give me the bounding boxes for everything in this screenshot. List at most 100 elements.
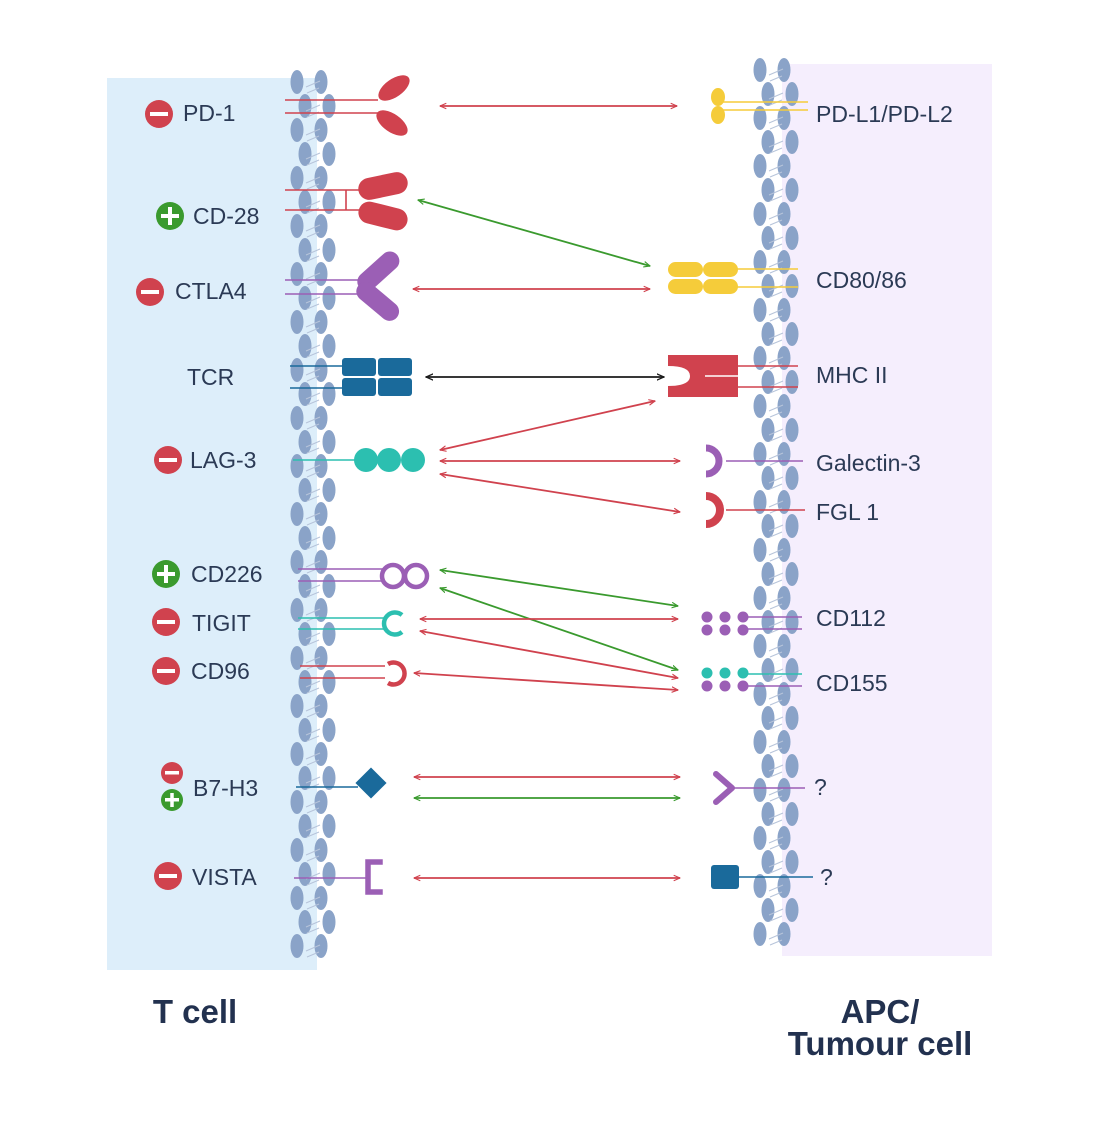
lipid-tail (768, 332, 784, 346)
lipid-head (298, 286, 312, 310)
cd96-receptor-icon (386, 660, 407, 687)
lipid-tail (768, 116, 784, 130)
lipid-tail (768, 188, 784, 202)
arrow-tigit-cd155 (420, 631, 678, 678)
lipid-head (761, 658, 775, 682)
lipid-tail (768, 236, 784, 250)
lipid-tail (768, 644, 784, 658)
lipid-head (322, 94, 336, 118)
lipid-tail (768, 524, 784, 538)
lipid-head (753, 58, 767, 82)
lipid-head (785, 562, 799, 586)
lipid-tail (768, 812, 784, 826)
apc-background (782, 64, 992, 956)
pd1-minus-icon (145, 100, 173, 128)
lipid-tail (768, 428, 784, 442)
lipid-tail (768, 380, 784, 394)
lipid-head (761, 706, 775, 730)
lipid-head (298, 670, 312, 694)
lipid-head (322, 862, 336, 886)
lipid-head (761, 130, 775, 154)
lipid-head (761, 226, 775, 250)
lipid-head (298, 334, 312, 358)
lipid-tail (768, 836, 784, 850)
apc-title-line2: Tumour cell (787, 1025, 973, 1062)
lipid-tail (768, 68, 784, 82)
lipid-head (290, 550, 304, 574)
lipid-tail (768, 284, 784, 298)
lipid-tail (768, 404, 784, 418)
lipid-tail (305, 80, 321, 94)
lipid-head (298, 142, 312, 166)
lipid-head (322, 190, 336, 214)
lipid-head (761, 466, 775, 490)
label-cd112: CD112 (816, 605, 886, 631)
lipid-tail (305, 368, 321, 382)
lipid-head (322, 430, 336, 454)
lipid-head (753, 442, 767, 466)
cd112-ligand-icon (701, 611, 749, 636)
galectin3-ligand-icon (705, 444, 723, 478)
label-tigit: TIGIT (192, 610, 251, 636)
lipid-head (785, 130, 799, 154)
lipid-head (785, 754, 799, 778)
fgl1-ligand-icon (705, 492, 724, 528)
lipid-tail (768, 692, 784, 706)
cd155-ligand-icon (701, 667, 749, 692)
lipid-tail (305, 392, 321, 406)
label-pdl1-pdl2: PD-L1/PD-L2 (816, 101, 953, 127)
lipid-head (298, 718, 312, 742)
lipid-tail (305, 344, 321, 358)
lipid-head (298, 478, 312, 502)
lipid-head (290, 502, 304, 526)
tcell-title: T cell (152, 993, 238, 1030)
lipid-tail (768, 308, 784, 322)
lipid-head (290, 598, 304, 622)
lipid-head (753, 778, 767, 802)
ctla4-receptor-icon (356, 251, 400, 321)
lipid-head (761, 754, 775, 778)
lipid-head (785, 82, 799, 106)
lipid-tail (305, 680, 321, 694)
b7h3-minus-icon (161, 762, 183, 784)
lipid-head (298, 382, 312, 406)
lipid-tail (305, 488, 321, 502)
arrow-cd28-cd80 (418, 200, 650, 266)
lipid-head (298, 814, 312, 838)
label-vista: VISTA (192, 864, 257, 890)
lipid-head (785, 178, 799, 202)
lipid-head (785, 514, 799, 538)
lipid-head (322, 670, 336, 694)
ctla4-minus-icon (136, 278, 164, 306)
lipid-head (753, 154, 767, 178)
lipid-head (322, 286, 336, 310)
lipid-head (761, 418, 775, 442)
lipid-head (753, 634, 767, 658)
lipid-head (785, 370, 799, 394)
lipid-head (753, 490, 767, 514)
lipid-head (785, 322, 799, 346)
lipid-head (761, 82, 775, 106)
lipid-head (753, 922, 767, 946)
lipid-tail (305, 224, 321, 238)
label-pd1: PD-1 (183, 100, 236, 126)
lipid-tail (768, 164, 784, 178)
cd28-plus-icon (156, 202, 184, 230)
lipid-head (290, 694, 304, 718)
label-vista-unknown: ? (820, 864, 833, 890)
apc-title: APC/ Tumour cell (760, 993, 1000, 1062)
lipid-head (785, 274, 799, 298)
lipid-head (290, 886, 304, 910)
lipid-tail (768, 548, 784, 562)
lipid-head (298, 526, 312, 550)
lipid-head (322, 814, 336, 838)
b7h3-plus-icon (161, 789, 183, 811)
lipid-head (785, 418, 799, 442)
lipid-tail (305, 728, 321, 742)
lipid-head (753, 250, 767, 274)
lipid-head (753, 394, 767, 418)
apc-title-line1: APC/ (840, 993, 920, 1030)
cd226-plus-icon (152, 560, 180, 588)
lipid-head (290, 166, 304, 190)
lipid-tail (768, 740, 784, 754)
